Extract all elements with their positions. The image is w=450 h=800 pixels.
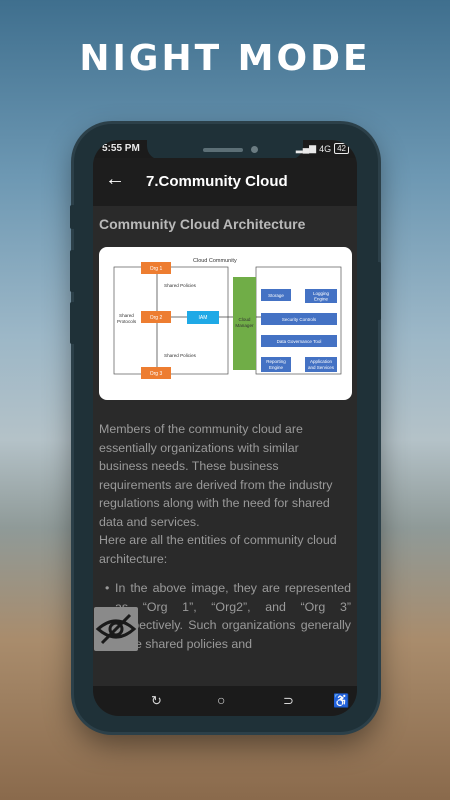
volume-button (70, 205, 75, 229)
shared-protocols-line2: Protocols (117, 319, 137, 324)
page-title: 7.Community Cloud (146, 173, 288, 190)
eye-slash-icon[interactable] (94, 607, 138, 651)
security-controls-box (261, 313, 337, 325)
logging-engine-line1: Logging (313, 291, 330, 296)
shared-protocols-line1: Shared (119, 313, 134, 318)
status-icons: ▂▄▆ 4G 42 (296, 143, 349, 154)
speaker (203, 148, 243, 152)
system-nav-bar: ↻ ○ ⊃ ♿ (93, 686, 357, 716)
front-camera (251, 146, 258, 153)
org-3-label: Org 3 (150, 371, 163, 377)
app-services-line2: and Services (308, 365, 335, 370)
paragraph-members: Members of the community cloud are essen… (99, 422, 333, 529)
reporting-engine-line1: Reporting (266, 359, 286, 364)
org-2-label: Org 2 (150, 315, 163, 321)
data-governance-box (261, 335, 337, 347)
storage-box (261, 289, 291, 301)
article-content[interactable]: Community Cloud Architecture Cloud Commu… (93, 206, 357, 686)
paragraph-entities: Here are all the entities of community c… (99, 533, 337, 566)
banner-title: NIGHT MODE (79, 38, 371, 79)
cloud-manager-line2: Manager (235, 323, 254, 328)
diagram-title: Cloud Community (193, 258, 237, 264)
volume-button (70, 250, 75, 292)
battery-icon: 42 (334, 143, 349, 154)
cloud-manager-box (233, 277, 256, 370)
list-item: In the above image, they are represented… (105, 579, 351, 653)
org-1-box (141, 262, 171, 274)
data-governance-label: Data Governance Tool (277, 339, 322, 344)
architecture-diagram: Cloud Community Org 1 Org 2 Org 3 Shared… (99, 247, 352, 400)
org-3-box (141, 367, 171, 379)
cloud-manager-line1: Cloud (238, 317, 250, 322)
accessibility-icon[interactable]: ♿ (333, 693, 350, 708)
logging-engine-box (305, 289, 337, 303)
architecture-diagram-svg: Cloud Community Org 1 Org 2 Org 3 Shared… (113, 258, 342, 379)
status-bar: 5:55 PM ▂▄▆ 4G 42 (93, 140, 357, 160)
arrow-left-icon[interactable]: ← (105, 168, 125, 190)
org-1-label: Org 1 (150, 266, 163, 272)
network-label: 4G (319, 143, 332, 154)
app-services-box (305, 357, 337, 372)
shared-policies-top: Shared Policies (164, 283, 197, 288)
org-2-box (141, 311, 171, 323)
logging-engine-line2: Engine (314, 297, 329, 302)
back-nav-icon[interactable]: ⊃ (283, 693, 294, 708)
signal-icon: ▂▄▆ (295, 143, 317, 153)
reporting-engine-box (261, 357, 291, 372)
iam-label: IAM (199, 315, 208, 321)
home-icon[interactable]: ○ (217, 692, 226, 708)
app-bar: ← 7.Community Cloud (93, 158, 357, 206)
recent-apps-icon[interactable]: ↻ (151, 693, 162, 708)
section-heading: Community Cloud Architecture (99, 216, 306, 232)
iam-box (187, 311, 219, 324)
storage-label: Storage (268, 293, 284, 298)
shared-policies-bottom: Shared Policies (164, 353, 197, 358)
app-services-line1: Application (310, 359, 333, 364)
notch (147, 140, 303, 160)
power-button (376, 262, 381, 320)
security-controls-label: Security Controls (282, 317, 317, 322)
phone-screen: 5:55 PM ▂▄▆ 4G 42 ← 7.Community Cloud Co… (93, 140, 357, 716)
reporting-engine-line2: Engine (269, 365, 284, 370)
status-time: 5:55 PM (102, 143, 140, 154)
volume-button (70, 302, 75, 344)
